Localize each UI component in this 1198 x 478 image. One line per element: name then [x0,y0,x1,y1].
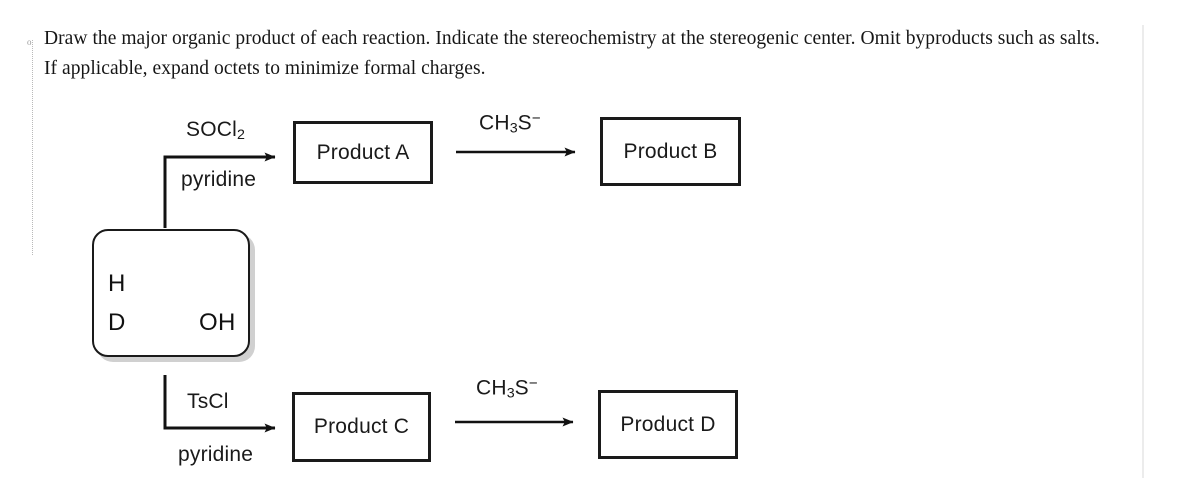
atom-label-hydrogen: H [108,270,126,297]
arrow-tscl-to-product-c [163,375,276,433]
reagent-label-tscl: TsCl [187,390,229,413]
page-left-margin-guide [32,40,33,255]
atom-label-hydroxyl: OH [199,309,236,336]
arrow-socl2-to-product-a [163,152,276,228]
ch3s-bottom-subscript: 3 [506,385,515,402]
product-box-c[interactable]: Product C [292,392,431,462]
ch3s-bottom-pre: CH [476,376,507,400]
ch3s-bottom-post: S [514,376,529,400]
product-box-d[interactable]: Product D [598,390,738,459]
product-box-a[interactable]: Product A [293,121,433,184]
reagent-label-pyridine-bottom: pyridine [178,443,254,466]
reagent-label-methanethiolate-top: CH3S− [479,110,541,136]
reagent-label-methanethiolate-bottom: CH3S− [476,375,538,401]
starting-material-card [92,229,250,357]
ch3s-top-charge: − [531,110,541,127]
ch3s-top-post: S [517,111,532,135]
ch3s-top-subscript: 3 [509,120,518,137]
ch3s-bottom-charge: − [528,375,538,392]
atom-label-deuterium: D [108,309,126,336]
ch3s-top-pre: CH [479,111,510,135]
reagent-label-pyridine-top: pyridine [181,168,257,191]
page-right-margin-guide [1142,25,1144,478]
instruction-text: Draw the major organic product of each r… [44,28,1100,79]
reagent-label-socl2: SOCl2 [186,118,245,143]
product-box-b[interactable]: Product B [600,117,741,186]
page-left-margin-marker: o [27,37,32,47]
reagent-socl2-base: SOCl [186,118,237,141]
reagent-socl2-subscript: 2 [236,127,245,144]
